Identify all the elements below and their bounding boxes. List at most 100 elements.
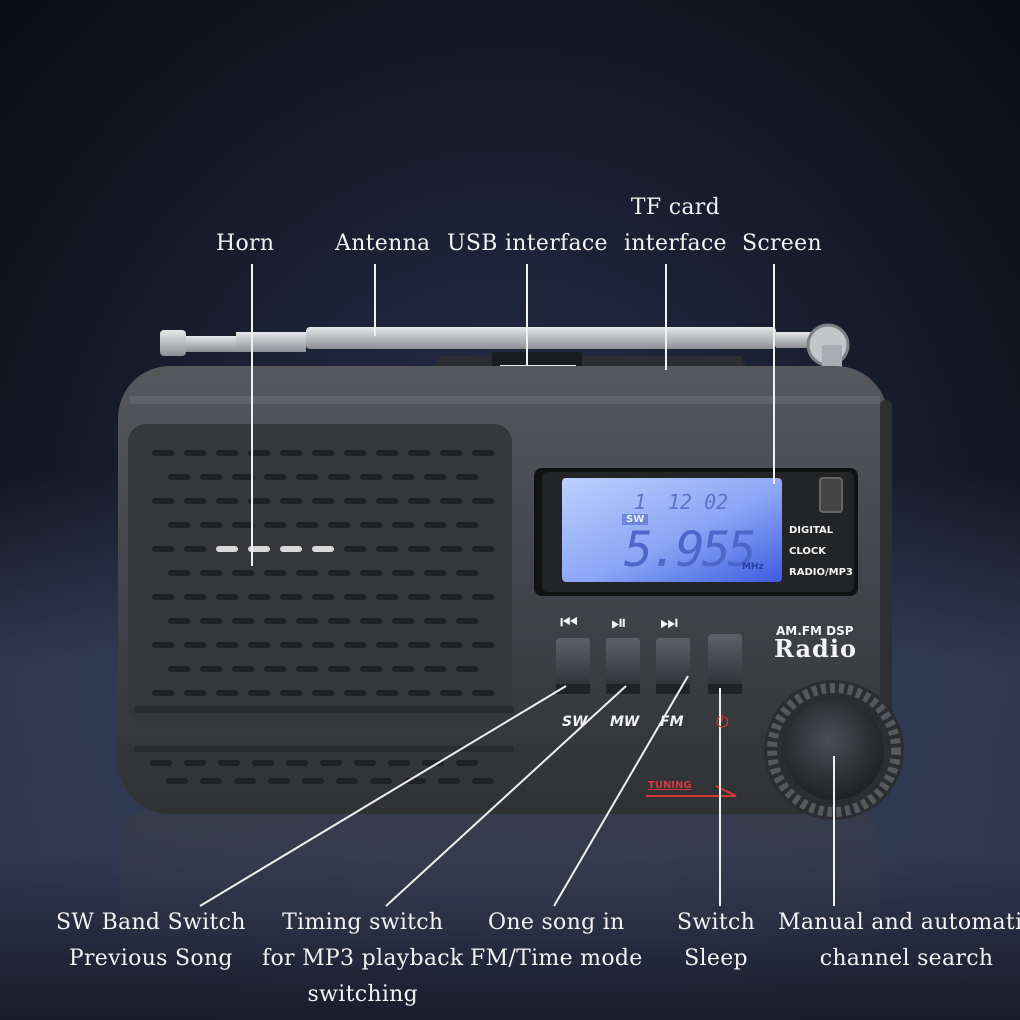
grille-slot: [440, 690, 462, 696]
callout-manual-line2: channel search: [819, 946, 994, 971]
grille-slot: [424, 570, 446, 576]
callout-manual-line1: Manual and automatic: [778, 910, 1020, 935]
grille-slot: [456, 760, 478, 766]
grille-slot: [152, 642, 174, 648]
callout-onesong-line1: One song in: [488, 910, 625, 935]
grille-slot: [392, 666, 414, 672]
grille-slot: [248, 642, 270, 648]
grille-slot: [264, 618, 286, 624]
grille-slot: [216, 498, 238, 504]
grille-slot: [296, 474, 318, 480]
grille-slot: [344, 690, 366, 696]
callout-timing-line2: for MP3 playback: [262, 946, 464, 971]
display-panel: [534, 468, 858, 596]
grille-slot: [392, 618, 414, 624]
side-panel-digital: DIGITAL: [789, 525, 834, 536]
grille-slot: [392, 570, 414, 576]
grille-slot: [168, 474, 190, 480]
grille-slot: [344, 642, 366, 648]
grille-slot: [408, 594, 430, 600]
grille-slot: [200, 570, 222, 576]
grille-slot: [388, 760, 410, 766]
grille-slot: [440, 642, 462, 648]
grille-slot: [440, 498, 462, 504]
play-pause-icon[interactable]: ⏯: [611, 610, 627, 634]
grille-slot: [312, 594, 334, 600]
grille-slot: [360, 618, 382, 624]
grille-slot: [376, 546, 398, 552]
fm-button-label: FM: [660, 714, 684, 730]
grille-slot: [280, 594, 302, 600]
callout-timing-switch: Timing switch for MP3 playback switching: [262, 905, 464, 1013]
tuning-arrow: [646, 785, 737, 797]
callout-switch-sleep: Switch Sleep: [677, 905, 755, 977]
grille-slot: [264, 570, 286, 576]
callout-sw-band-switch: SW Band Switch Previous Song: [56, 905, 246, 977]
callout-onesong-line2: FM/Time mode: [470, 946, 643, 971]
lcd-band: SW: [622, 514, 649, 525]
grille-slot: [424, 474, 446, 480]
grille-slot: [168, 618, 190, 624]
grille-slot: [328, 618, 350, 624]
grille-slot: [264, 474, 286, 480]
side-panel-radio-mp3: RADIO/MP3: [789, 567, 853, 578]
grille-slot: [234, 778, 256, 784]
grille-slot: [370, 778, 392, 784]
button-column-power[interactable]: [708, 634, 742, 694]
tuning-knob[interactable]: [764, 680, 904, 820]
lcd-unit: MHz: [742, 562, 764, 572]
grille-slot: [376, 690, 398, 696]
grille-slot: [184, 642, 206, 648]
grille-slot: [472, 594, 494, 600]
grille-slot: [184, 546, 206, 552]
grille-slot: [392, 474, 414, 480]
grille-slot: [152, 594, 174, 600]
callout-sw-line1: SW Band Switch: [56, 910, 246, 935]
grille-slot: [360, 570, 382, 576]
grille-slot: [336, 778, 358, 784]
lcd-frequency: 5.955: [624, 522, 756, 578]
callout-one-song: One song in FM/Time mode: [470, 905, 643, 977]
lcd-index: 1: [634, 490, 647, 514]
grille-slot: [408, 642, 430, 648]
grille-slot: [200, 474, 222, 480]
callout-screen-text: Screen: [742, 231, 822, 256]
button-column-fm[interactable]: [656, 638, 690, 694]
grille-slot: [232, 666, 254, 672]
grille-slot: [456, 474, 478, 480]
grille-slot: [440, 546, 462, 552]
grille-slot: [200, 778, 222, 784]
power-icon[interactable]: ⏻: [716, 712, 729, 731]
grille-slot: [456, 522, 478, 528]
button-column-sw[interactable]: [556, 638, 590, 694]
grille-slot: [168, 570, 190, 576]
previous-song-icon[interactable]: ⏮: [560, 610, 578, 634]
grille-slot: [216, 546, 238, 552]
grille-slot: [344, 450, 366, 456]
button-column-mw[interactable]: [606, 638, 640, 694]
grille-slot: [184, 498, 206, 504]
grille-slot: [248, 690, 270, 696]
grille-slot: [248, 450, 270, 456]
lcd-clock: 12 02: [668, 490, 729, 514]
grille-slot: [264, 522, 286, 528]
grille-slot: [296, 570, 318, 576]
grille-slot: [216, 594, 238, 600]
grille-slot: [296, 666, 318, 672]
grille-slot: [150, 760, 172, 766]
grille-slot: [252, 760, 274, 766]
grille-slot: [344, 498, 366, 504]
grille-slot: [218, 760, 240, 766]
next-song-icon[interactable]: ⏭: [660, 610, 678, 634]
side-panel-clock: CLOCK: [789, 546, 826, 557]
grille-slot: [360, 666, 382, 672]
callout-usb: USB interface: [447, 226, 608, 262]
tuning-label: TUNING: [648, 780, 692, 791]
grille-slot: [152, 546, 174, 552]
callout-tf-line2: interface: [624, 231, 727, 256]
grille-slot: [472, 690, 494, 696]
callout-antenna-text: Antenna: [335, 231, 431, 256]
grille-slot: [456, 570, 478, 576]
grille-slot: [200, 666, 222, 672]
lcd-screen: [562, 478, 782, 582]
